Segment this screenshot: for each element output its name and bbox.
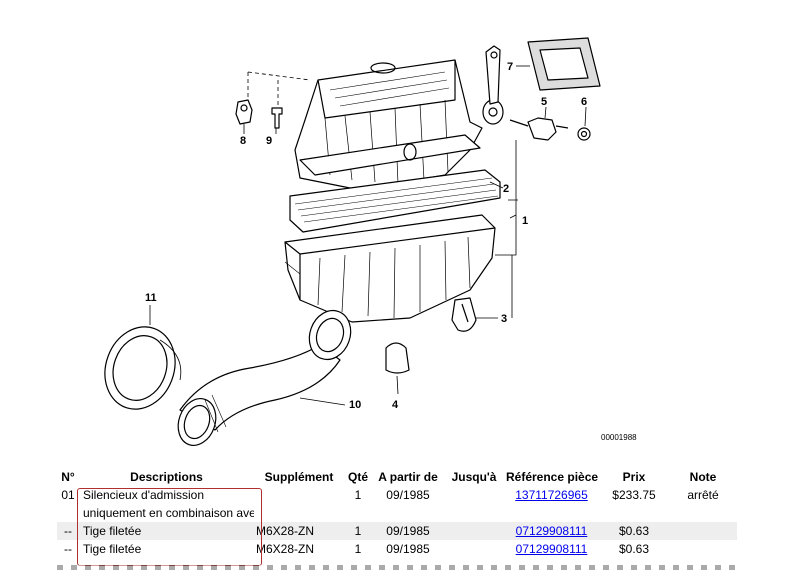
row-quantity: 1 bbox=[344, 522, 372, 540]
row-note: arrêté bbox=[687, 488, 719, 502]
nut-8 bbox=[235, 99, 253, 125]
diagram-image-id: 00001988 bbox=[601, 433, 637, 442]
header-note: Note bbox=[689, 470, 717, 484]
row-description: Tige filetée bbox=[83, 542, 142, 556]
callout-11: 11 bbox=[145, 292, 157, 304]
diagram-callouts: 7 5 6 8 9 2 1 3 11 4 10 00001988 bbox=[145, 61, 637, 442]
header-number: N° bbox=[61, 470, 75, 484]
row-supplement bbox=[254, 486, 344, 504]
row-supplement: M6X28-ZN bbox=[256, 542, 315, 556]
row-from-date: 09/1985 bbox=[386, 488, 430, 502]
callout-1: 1 bbox=[522, 215, 528, 227]
row-number bbox=[57, 504, 79, 522]
row-to-date bbox=[444, 522, 504, 540]
callout-2: 2 bbox=[503, 183, 509, 195]
intake-ring bbox=[104, 326, 176, 410]
row-note bbox=[669, 540, 737, 558]
table-header-row: N° Descriptions Supplément Qté A partir … bbox=[57, 468, 737, 486]
clipped-next-row bbox=[57, 565, 737, 570]
row-price: $233.75 bbox=[612, 488, 656, 502]
row-to-date bbox=[444, 486, 504, 504]
row-supplement bbox=[254, 504, 344, 522]
header-to: Jusqu'à bbox=[451, 470, 497, 484]
row-number: 01 bbox=[61, 488, 75, 502]
row-from-date: 09/1985 bbox=[386, 542, 430, 556]
parts-table: N° Descriptions Supplément Qté A partir … bbox=[57, 468, 737, 558]
header-supplement: Supplément bbox=[264, 470, 334, 484]
callout-4: 4 bbox=[392, 399, 399, 411]
part-reference-link[interactable]: 07129908111 bbox=[515, 524, 588, 538]
callout-9: 9 bbox=[266, 135, 272, 147]
row-reference-cell bbox=[504, 504, 599, 522]
bolt-9 bbox=[271, 107, 283, 129]
table-row: uniquement en combinaison avec bbox=[57, 504, 737, 522]
row-note bbox=[669, 522, 737, 540]
row-from-date: 09/1985 bbox=[372, 522, 444, 540]
callout-3: 3 bbox=[501, 313, 507, 325]
part-reference-link[interactable]: 13711726965 bbox=[515, 488, 588, 502]
header-part-reference: Référence pièce bbox=[506, 470, 599, 484]
table-row: 01 Silencieux d'admission 1 09/1985 1371… bbox=[57, 486, 737, 504]
row-to-date bbox=[444, 540, 504, 558]
cap-part bbox=[385, 342, 410, 374]
housing-base bbox=[284, 214, 496, 323]
header-quantity: Qté bbox=[347, 470, 368, 484]
row-to-date bbox=[444, 504, 504, 522]
header-descriptions: Descriptions bbox=[130, 470, 203, 484]
callout-5: 5 bbox=[541, 96, 547, 108]
row-quantity: 1 bbox=[354, 488, 362, 502]
row-number: -- bbox=[64, 542, 72, 556]
row-reference-cell: 07129908111 bbox=[504, 522, 599, 540]
row-description: uniquement en combinaison avec bbox=[83, 506, 254, 520]
table-row: -- Tige filetée M6X28-ZN 1 09/1985 07129… bbox=[57, 540, 737, 558]
row-quantity bbox=[344, 504, 372, 522]
header-from: A partir de bbox=[378, 470, 438, 484]
callout-7: 7 bbox=[507, 61, 513, 73]
row-quantity: 1 bbox=[354, 542, 362, 556]
filter-element bbox=[289, 169, 501, 233]
callout-8: 8 bbox=[240, 135, 246, 147]
row-description: Silencieux d'admission bbox=[83, 488, 205, 502]
row-price: $0.63 bbox=[618, 542, 650, 556]
table-row: -- Tige filetée M6X28-ZN 1 09/1985 07129… bbox=[57, 522, 737, 540]
nut-part bbox=[577, 127, 591, 141]
row-price: $0.63 bbox=[599, 522, 669, 540]
callout-10: 10 bbox=[349, 399, 361, 411]
header-price: Prix bbox=[622, 470, 646, 484]
row-supplement: M6X28-ZN bbox=[254, 522, 344, 540]
row-from-date bbox=[372, 504, 444, 522]
rubber-mount bbox=[527, 117, 557, 141]
clip-part bbox=[451, 297, 477, 332]
row-reference-cell: 13711726965 bbox=[504, 486, 599, 504]
air-intake-exploded-view: 7 5 6 8 9 2 1 3 11 4 10 00001988 bbox=[104, 37, 637, 446]
row-reference-cell: 07129908111 bbox=[504, 540, 599, 558]
callout-6: 6 bbox=[581, 96, 587, 108]
row-number: -- bbox=[57, 522, 79, 540]
row-note bbox=[669, 504, 737, 522]
part-reference-link[interactable]: 07129908111 bbox=[515, 542, 588, 556]
row-price bbox=[599, 504, 669, 522]
parts-diagram: 7 5 6 8 9 2 1 3 11 4 10 00001988 bbox=[104, 37, 637, 446]
row-description: Tige filetée bbox=[79, 522, 254, 540]
